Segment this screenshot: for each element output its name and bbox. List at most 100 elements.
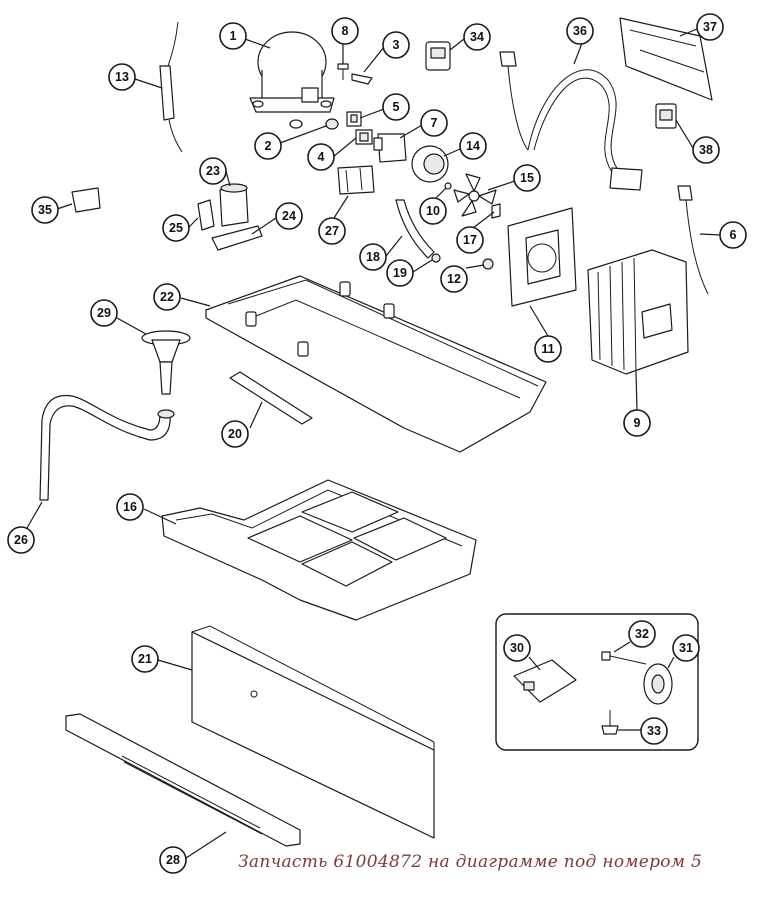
svg-text:28: 28 bbox=[166, 853, 180, 867]
svg-text:14: 14 bbox=[466, 139, 480, 153]
svg-text:38: 38 bbox=[699, 143, 713, 157]
part-3-clip bbox=[351, 73, 373, 85]
callout-5: 5 bbox=[382, 93, 410, 121]
callout-25: 25 bbox=[162, 214, 190, 242]
callout-32: 32 bbox=[628, 620, 656, 648]
part-22-base-pan bbox=[205, 275, 547, 453]
svg-text:27: 27 bbox=[325, 224, 339, 238]
part-28-kick-plate bbox=[65, 713, 301, 847]
svg-text:9: 9 bbox=[634, 416, 641, 430]
part-26-drain-tube bbox=[39, 394, 175, 501]
svg-text:22: 22 bbox=[160, 290, 174, 304]
svg-text:6: 6 bbox=[730, 228, 737, 242]
svg-text:35: 35 bbox=[38, 203, 52, 217]
callout-20: 20 bbox=[221, 420, 249, 448]
svg-text:34: 34 bbox=[470, 30, 484, 44]
callout-21: 21 bbox=[131, 645, 159, 673]
inset-box bbox=[495, 613, 699, 751]
svg-text:24: 24 bbox=[282, 209, 296, 223]
callout-8: 8 bbox=[331, 17, 359, 45]
part-27-bracket bbox=[337, 165, 375, 195]
part-29-drain-funnel bbox=[141, 330, 191, 395]
part-15-fan-blade bbox=[453, 173, 497, 217]
svg-text:30: 30 bbox=[510, 641, 524, 655]
callout-4: 4 bbox=[307, 143, 335, 171]
callout-37: 37 bbox=[696, 13, 724, 41]
svg-text:25: 25 bbox=[169, 221, 183, 235]
callout-17: 17 bbox=[456, 226, 484, 254]
callout-6: 6 bbox=[719, 221, 747, 249]
part-37-housing bbox=[619, 17, 713, 101]
callout-9: 9 bbox=[623, 409, 651, 437]
part-31-roller bbox=[643, 663, 673, 705]
svg-text:20: 20 bbox=[228, 427, 242, 441]
callout-3: 3 bbox=[382, 31, 410, 59]
callout-28: 28 bbox=[159, 846, 187, 874]
part-12-grommet bbox=[482, 258, 494, 270]
part-5-relay bbox=[346, 111, 362, 127]
part-32-bolt bbox=[601, 651, 647, 665]
svg-text:31: 31 bbox=[679, 641, 693, 655]
callout-18: 18 bbox=[359, 243, 387, 271]
svg-text:18: 18 bbox=[366, 250, 380, 264]
callout-24: 24 bbox=[275, 202, 303, 230]
svg-text:23: 23 bbox=[206, 164, 220, 178]
callout-33: 33 bbox=[640, 717, 668, 745]
svg-text:33: 33 bbox=[647, 724, 661, 738]
callout-29: 29 bbox=[90, 299, 118, 327]
svg-text:36: 36 bbox=[573, 24, 587, 38]
callout-15: 15 bbox=[513, 164, 541, 192]
callout-31: 31 bbox=[672, 634, 700, 662]
part-23-capacitor bbox=[219, 183, 249, 227]
part-1-compressor bbox=[249, 31, 335, 129]
svg-text:1: 1 bbox=[230, 29, 237, 43]
svg-text:10: 10 bbox=[426, 204, 440, 218]
part-21-panel bbox=[191, 625, 435, 839]
callout-27: 27 bbox=[318, 217, 346, 245]
part-30-hinge bbox=[513, 659, 577, 703]
callout-30: 30 bbox=[503, 634, 531, 662]
part-13-drier bbox=[159, 21, 183, 153]
part-24-clamp bbox=[211, 225, 263, 251]
callout-13: 13 bbox=[108, 63, 136, 91]
svg-text:8: 8 bbox=[342, 24, 349, 38]
svg-text:17: 17 bbox=[463, 233, 477, 247]
callout-16: 16 bbox=[116, 493, 144, 521]
part-33-leveler bbox=[601, 710, 619, 735]
svg-text:15: 15 bbox=[520, 171, 534, 185]
part-10-nut bbox=[444, 182, 452, 190]
svg-text:21: 21 bbox=[138, 652, 152, 666]
svg-text:7: 7 bbox=[431, 116, 438, 130]
part-18-strap bbox=[395, 199, 435, 259]
part-38-switch bbox=[655, 103, 677, 129]
caption: Запчасть 61004872 на диаграмме под номер… bbox=[238, 852, 703, 872]
callout-36: 36 bbox=[566, 17, 594, 45]
part-9-condenser bbox=[587, 249, 689, 375]
part-6-harness bbox=[677, 185, 709, 295]
svg-text:3: 3 bbox=[393, 38, 400, 52]
svg-text:32: 32 bbox=[635, 627, 649, 641]
svg-text:13: 13 bbox=[115, 70, 129, 84]
callout-11: 11 bbox=[534, 335, 562, 363]
part-25-bracket bbox=[197, 199, 215, 231]
callout-26: 26 bbox=[7, 526, 35, 554]
callout-22: 22 bbox=[153, 283, 181, 311]
part-8-screw bbox=[337, 63, 349, 80]
part-17-bracket bbox=[491, 203, 501, 219]
part-14-fan-motor bbox=[411, 145, 449, 183]
callout-34: 34 bbox=[463, 23, 491, 51]
part-34-switch bbox=[425, 41, 451, 71]
svg-text:16: 16 bbox=[123, 500, 137, 514]
svg-text:26: 26 bbox=[14, 533, 28, 547]
part-20-channel bbox=[229, 371, 313, 425]
callout-12: 12 bbox=[440, 265, 468, 293]
callout-35: 35 bbox=[31, 196, 59, 224]
callout-1: 1 bbox=[219, 22, 247, 50]
svg-text:4: 4 bbox=[318, 150, 325, 164]
leader-lines bbox=[26, 28, 722, 859]
svg-text:19: 19 bbox=[393, 266, 407, 280]
callout-7: 7 bbox=[420, 109, 448, 137]
svg-text:5: 5 bbox=[393, 100, 400, 114]
part-11-shroud bbox=[507, 207, 577, 307]
